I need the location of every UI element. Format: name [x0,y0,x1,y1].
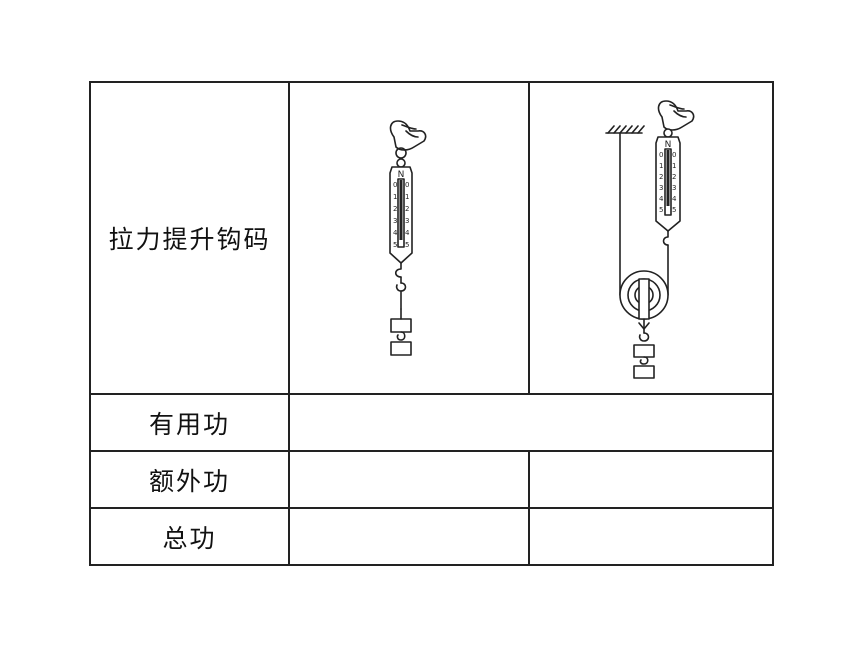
direct-lift-diagram: N 0 1 2 3 4 5 0 1 2 3 4 5 [389,120,427,356]
row-label-extra-work: 额外功 [89,450,290,509]
svg-text:3: 3 [405,217,409,225]
cell-direct-lift: N 0 1 2 3 4 5 0 1 2 3 4 5 [288,81,530,395]
table-row-lift: 拉力提升钩码 [89,81,774,395]
svg-text:5: 5 [672,206,676,214]
svg-text:3: 3 [659,184,663,192]
svg-text:4: 4 [659,195,664,203]
svg-text:0: 0 [659,151,663,159]
hook-icon [394,262,402,278]
table-row-extra-work: 额外功 [89,450,774,509]
hand-icon [657,100,695,131]
row-label-total-work: 总功 [89,507,290,566]
table-row-useful-work: 有用功 [89,393,774,452]
spring-scale-icon [655,136,681,232]
spring-scale-icon [389,166,413,264]
scale-marks-right: 0 1 2 3 4 5 [672,151,677,214]
svg-text:4: 4 [393,229,398,237]
svg-text:1: 1 [405,193,409,201]
cell-extra-work-pulley [528,450,774,509]
svg-text:5: 5 [393,241,397,249]
svg-text:2: 2 [672,173,676,181]
scale-marks-left: 0 1 2 3 4 5 [659,151,664,214]
cell-total-work-direct [288,507,530,566]
svg-text:1: 1 [672,162,676,170]
pulley-lift-diagram: N 0 1 2 3 4 5 0 1 2 3 4 5 [605,100,695,379]
cell-pulley-lift: N 0 1 2 3 4 5 0 1 2 3 4 5 [528,81,774,395]
cell-total-work-pulley [528,507,774,566]
svg-text:4: 4 [405,229,410,237]
svg-text:4: 4 [672,195,677,203]
row-label-lift: 拉力提升钩码 [89,81,290,395]
ceiling-icon [605,125,645,134]
svg-text:3: 3 [672,184,676,192]
scale-ring [395,147,407,159]
scale-unit-label: N [665,140,672,150]
svg-text:2: 2 [659,173,663,181]
work-comparison-table: 拉力提升钩码 [89,81,774,566]
svg-text:0: 0 [672,151,676,159]
svg-text:2: 2 [405,205,409,213]
row-label-useful-work: 有用功 [89,393,290,452]
movable-pulley-icon [619,270,669,330]
svg-text:2: 2 [393,205,397,213]
hand-icon [389,120,427,151]
svg-text:5: 5 [405,241,409,249]
cell-extra-work-direct [288,450,530,509]
weight-icon [390,308,412,356]
svg-text:3: 3 [393,217,397,225]
svg-text:1: 1 [659,162,663,170]
scale-marks-right: 0 1 2 3 4 5 [405,181,410,249]
cell-useful-work [288,393,774,452]
svg-text:0: 0 [393,181,397,189]
svg-text:5: 5 [659,206,663,214]
svg-text:0: 0 [405,181,409,189]
svg-text:1: 1 [393,193,397,201]
table-row-total-work: 总功 [89,507,774,566]
scale-unit-label: N [398,170,405,180]
weight-icon [633,344,655,379]
scale-marks-left: 0 1 2 3 4 5 [393,181,398,249]
